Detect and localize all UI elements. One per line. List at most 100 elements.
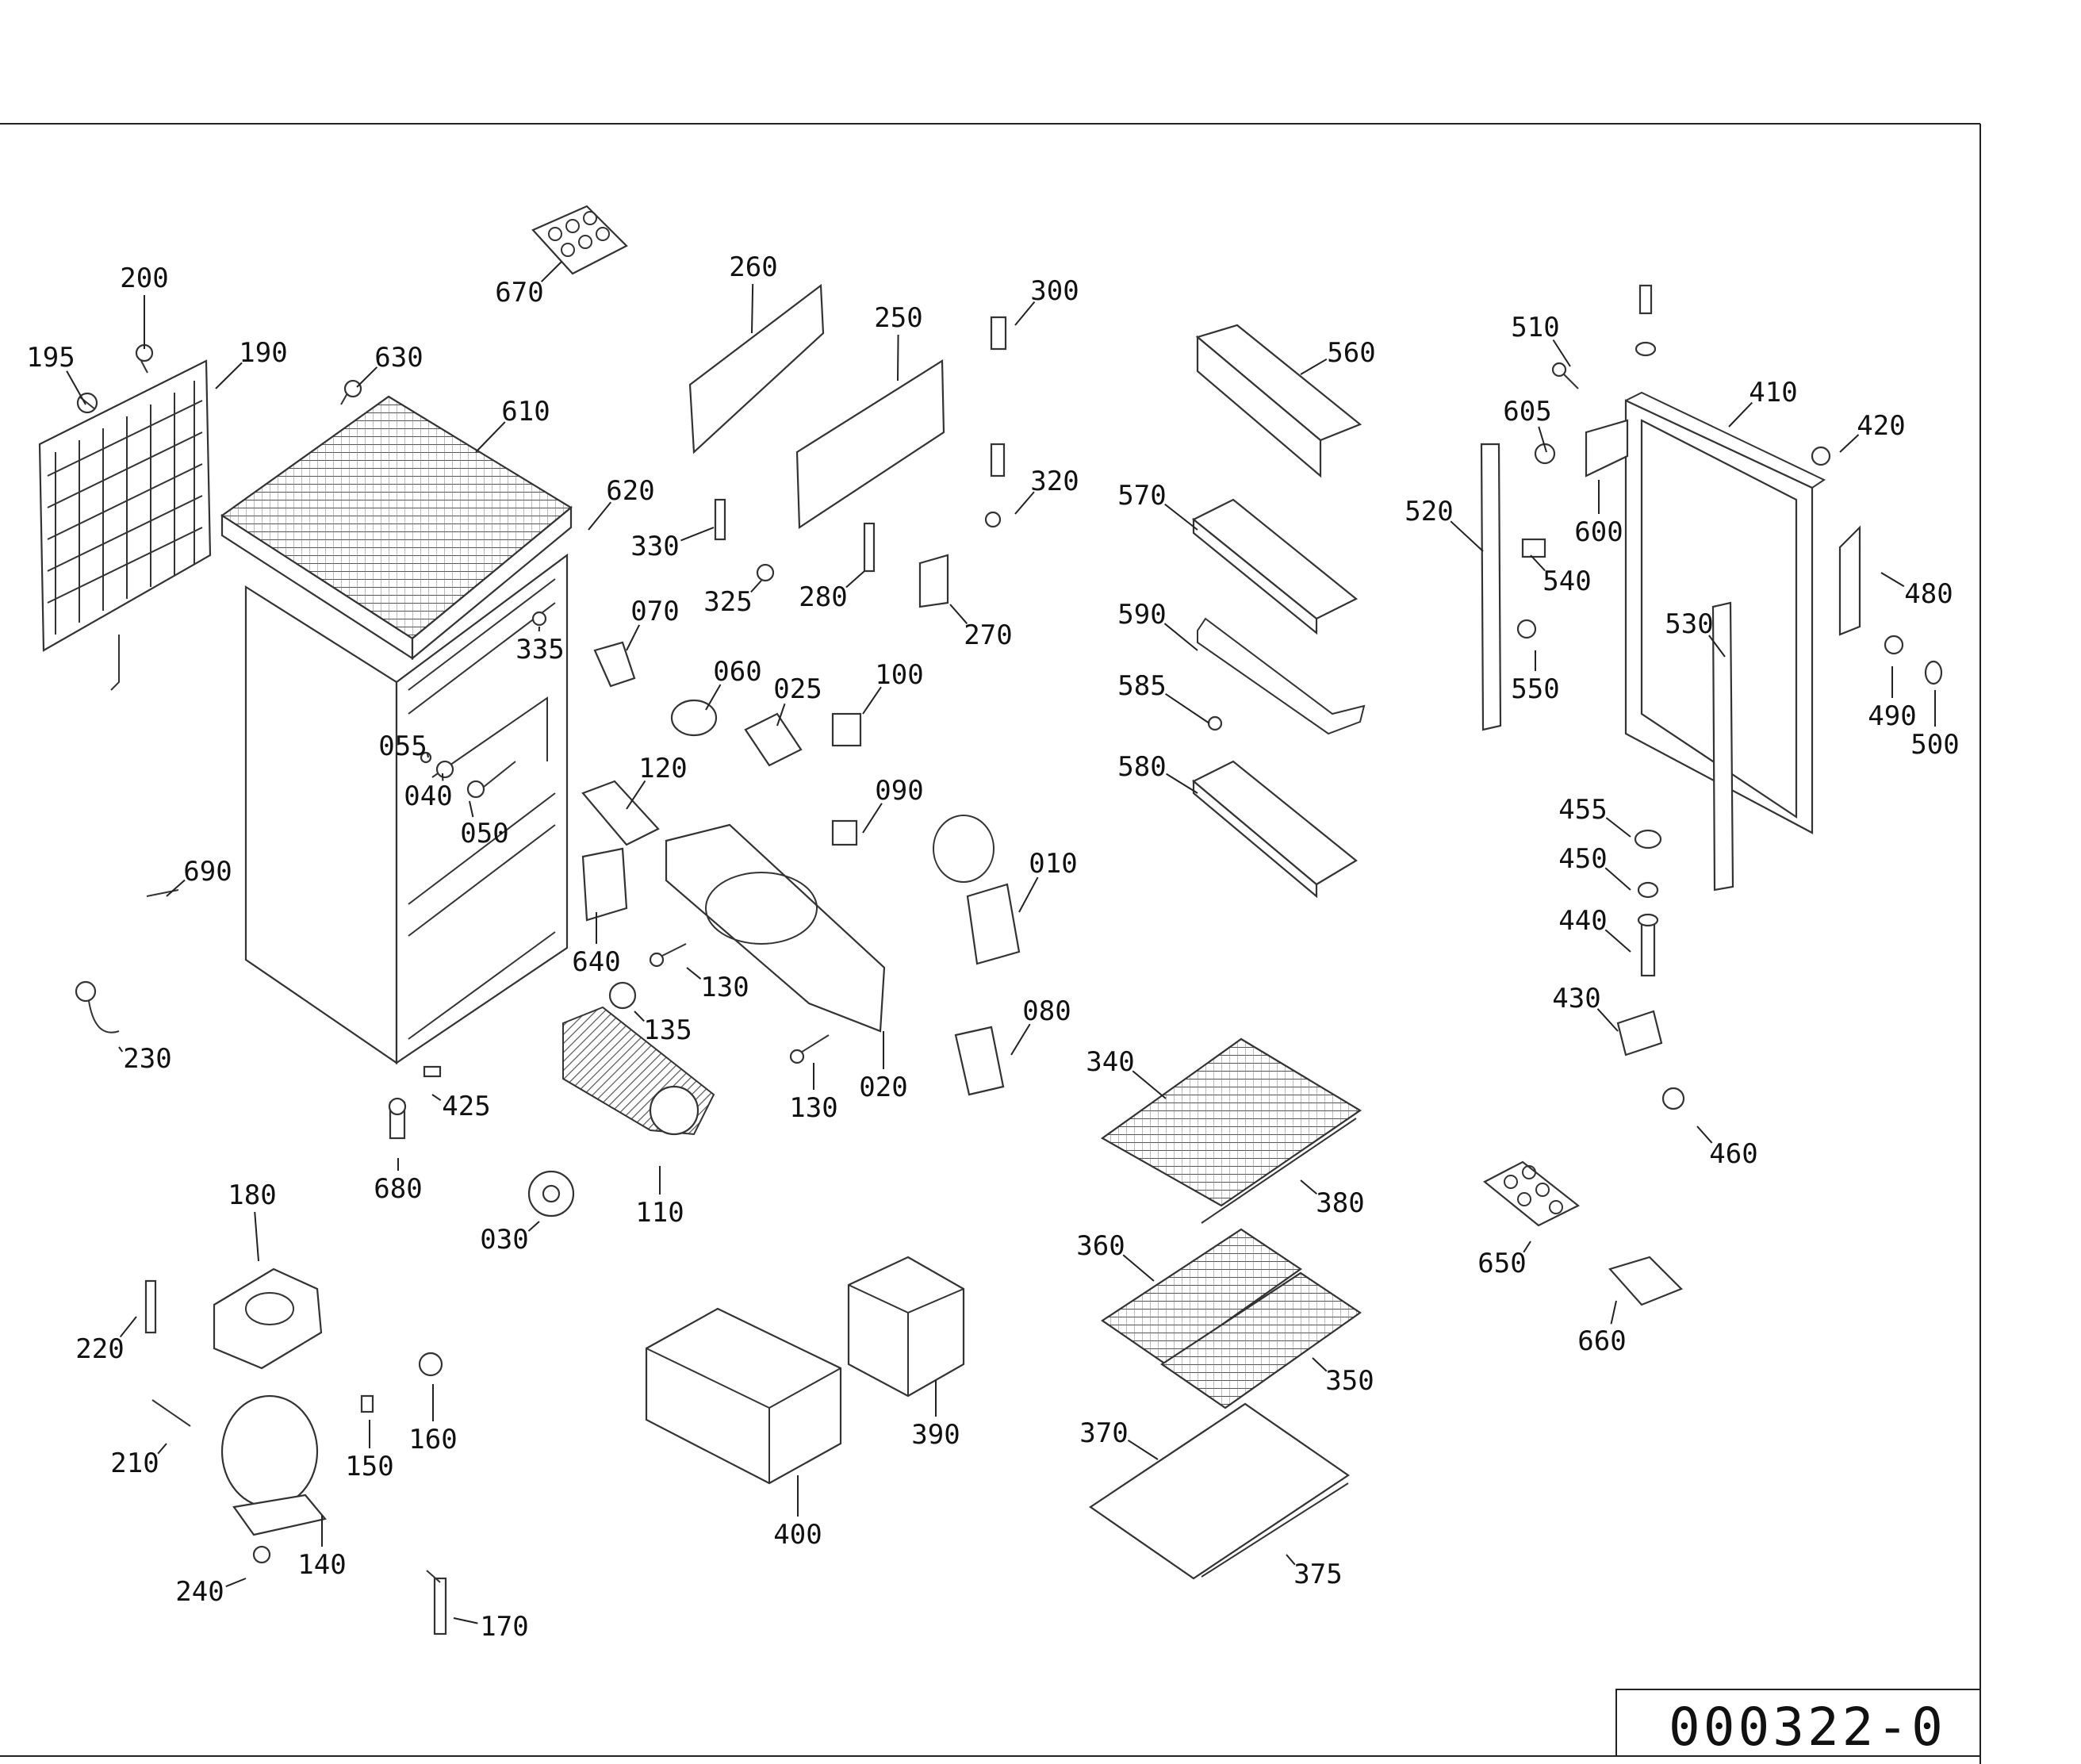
callout-055: 055 [378,731,427,762]
screw-050 [466,780,485,799]
leader-line-540 [1530,554,1546,572]
callout-580: 580 [1117,751,1166,783]
leader-line-180 [254,1211,259,1262]
callout-600: 600 [1574,516,1623,548]
leader-line-480 [1880,572,1905,588]
callout-455: 455 [1558,794,1607,826]
part-330 [714,498,726,541]
pin-top [1635,284,1657,357]
callout-570: 570 [1117,480,1166,512]
leader-line-370 [1127,1439,1159,1460]
leader-line-440 [1604,929,1631,953]
tray-580 [1192,760,1358,899]
leader-line-025 [776,703,786,727]
callout-330: 330 [630,531,679,562]
gasket-260 [688,283,825,454]
rail-590 [1197,617,1366,735]
callout-480: 480 [1904,578,1953,610]
part-120 [581,780,660,846]
leader-line-240 [225,1578,247,1588]
callout-120: 120 [638,753,687,784]
screw-490 [1884,635,1904,655]
leader-line-420 [1839,434,1860,453]
callout-670: 670 [495,277,543,309]
leader-line-570 [1164,503,1198,531]
callout-135: 135 [643,1014,692,1046]
callout-420: 420 [1857,410,1905,442]
callout-410: 410 [1749,377,1797,408]
callout-130: 130 [700,972,749,1003]
callout-140: 140 [297,1549,346,1581]
leader-line-660 [1610,1300,1617,1325]
leader-line-510 [1552,339,1571,367]
tube-210 [151,1399,191,1427]
callout-450: 450 [1558,843,1607,875]
callout-195: 195 [26,342,75,374]
leader-line-325 [750,580,762,593]
callout-270: 270 [964,619,1012,651]
clip-585 [1207,715,1223,731]
leader-line-350 [1312,1357,1328,1372]
callout-260: 260 [729,251,777,283]
hinge-430 [1616,1010,1663,1056]
leader-line-050 [469,800,474,818]
cord-230 [75,980,120,1033]
callout-510: 510 [1511,312,1559,343]
callout-200: 200 [120,263,168,294]
callout-500: 500 [1910,729,1959,761]
panel-250 [795,359,945,530]
leader-line-410 [1728,401,1753,428]
callout-080: 080 [1022,995,1071,1027]
freezer-compartment-610 [220,395,573,661]
callout-590: 590 [1117,599,1166,631]
leader-line-430 [1596,1008,1619,1032]
switch-090 [831,819,858,846]
callout-660: 660 [1577,1325,1626,1357]
leader-line-585 [1165,692,1210,724]
callout-610: 610 [501,396,550,428]
callout-530: 530 [1665,608,1713,640]
leader-line-590 [1163,623,1198,651]
leader-line-340 [1132,1070,1167,1099]
leader-line-055 [426,753,429,758]
shelf-360 [1101,1228,1302,1366]
hinge-600 [1585,419,1629,477]
lamp-holder-070 [593,641,636,688]
leader-line-605 [1538,426,1547,453]
screw-325 [756,563,775,582]
callout-220: 220 [75,1333,124,1365]
leader-line-195 [66,370,86,405]
leader-line-080 [1010,1023,1031,1056]
leader-line-130 [686,967,702,980]
callout-070: 070 [630,596,679,627]
drawing-frame [0,123,1981,1764]
leader-line-380 [1300,1179,1317,1195]
foot-680 [388,1097,407,1140]
part-270 [918,554,949,608]
callout-050: 050 [460,818,508,849]
leader-line-210 [157,1443,167,1455]
callout-550: 550 [1511,673,1559,705]
leader-line-690 [166,879,186,897]
thermostat-010 [966,883,1021,965]
callout-150: 150 [345,1451,393,1482]
callout-650: 650 [1477,1248,1526,1279]
trim-380 [1201,1118,1357,1224]
callout-025: 025 [773,673,822,705]
leader-line-170 [453,1617,478,1624]
callout-300: 300 [1030,275,1079,307]
screw-510 [1551,362,1579,389]
callout-605: 605 [1503,396,1551,428]
callout-360: 360 [1076,1230,1125,1262]
leader-line-530 [1708,635,1726,658]
bulb-060 [670,699,718,737]
callout-320: 320 [1030,466,1079,497]
callout-060: 060 [713,656,761,688]
crisper-400 [645,1307,842,1485]
bin-390 [847,1256,965,1398]
callout-520: 520 [1405,496,1453,527]
callout-250: 250 [874,302,922,334]
bracket-480 [1838,525,1861,636]
